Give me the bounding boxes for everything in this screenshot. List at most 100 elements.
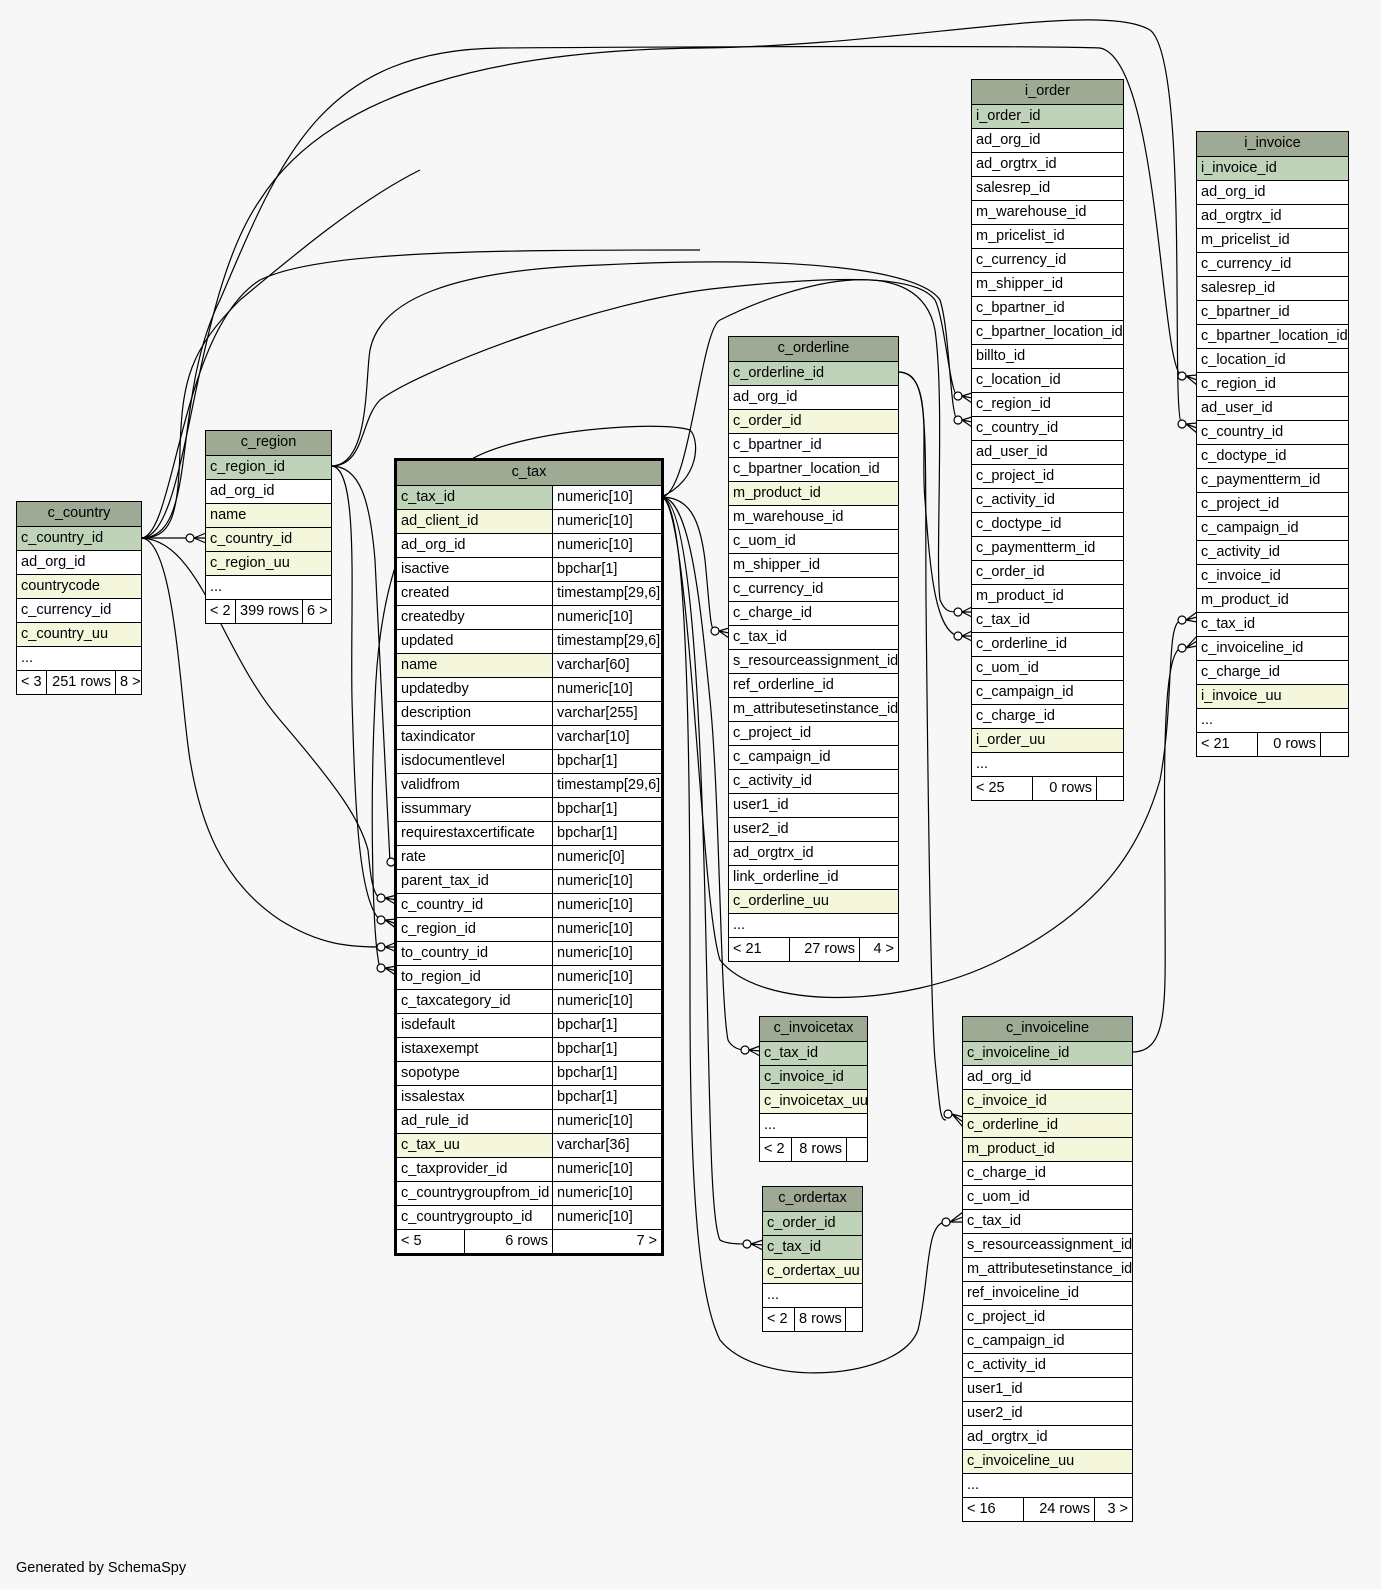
column-row[interactable]: ad_orgtrx_id [729, 841, 898, 865]
column-row[interactable]: user2_id [729, 817, 898, 841]
column-row[interactable]: c_project_id [1197, 492, 1348, 516]
column-row[interactable]: c_project_id [972, 464, 1123, 488]
column-row[interactable]: c_invoiceline_id [963, 1041, 1132, 1065]
parents-count[interactable]: < 2 [764, 1141, 785, 1157]
column-row[interactable]: ... [206, 575, 331, 599]
column-row[interactable]: c_orderline_uu [729, 889, 898, 913]
column-row[interactable]: c_bpartner_id [972, 296, 1123, 320]
column-row[interactable]: ad_org_id [972, 128, 1123, 152]
column-row[interactable]: ... [1197, 708, 1348, 732]
column-row[interactable]: c_bpartner_location_id [1197, 324, 1348, 348]
column-row[interactable]: c_ordertax_uu [763, 1259, 862, 1283]
column-row[interactable]: ... [17, 646, 141, 670]
column-row[interactable]: c_tax_id [729, 625, 898, 649]
column-row[interactable]: c_doctype_id [972, 512, 1123, 536]
column-row[interactable]: name [206, 503, 331, 527]
column-row[interactable]: c_country_uu [17, 622, 141, 646]
column-row[interactable]: c_uom_id [963, 1185, 1132, 1209]
parents-count[interactable]: < 25 [976, 780, 1005, 796]
column-row[interactable]: c_orderline_id [963, 1113, 1132, 1137]
column-row[interactable]: c_campaign_id [729, 745, 898, 769]
column-row[interactable]: m_shipper_id [972, 272, 1123, 296]
column-row[interactable]: ... [972, 752, 1123, 776]
column-row[interactable]: ad_user_id [1197, 396, 1348, 420]
column-row[interactable]: ... [763, 1283, 862, 1307]
table-title[interactable]: c_region [206, 431, 331, 455]
column-row[interactable]: c_country_id [972, 416, 1123, 440]
column-row[interactable]: c_campaign_id [1197, 516, 1348, 540]
column-row[interactable]: i_invoice_id [1197, 156, 1348, 180]
column-row[interactable]: i_order_id [972, 104, 1123, 128]
column-row[interactable]: ref_orderline_id [729, 673, 898, 697]
table-title[interactable]: c_invoiceline [963, 1017, 1132, 1041]
column-row[interactable]: c_activity_id [963, 1353, 1132, 1377]
column-row[interactable]: m_product_id [1197, 588, 1348, 612]
column-row[interactable]: salesrep_id [972, 176, 1123, 200]
column-row[interactable]: link_orderline_id [729, 865, 898, 889]
children-count[interactable] [1320, 733, 1348, 756]
children-count[interactable] [846, 1138, 867, 1161]
column-row[interactable]: m_warehouse_id [729, 505, 898, 529]
column-row[interactable]: c_tax_id [763, 1235, 862, 1259]
table-title[interactable]: c_tax [397, 461, 661, 485]
column-row[interactable]: salesrep_id [1197, 276, 1348, 300]
column-row[interactable]: c_activity_id [729, 769, 898, 793]
table-title[interactable]: i_order [972, 80, 1123, 104]
column-row[interactable]: c_charge_id [729, 601, 898, 625]
column-row[interactable]: ad_org_id [17, 550, 141, 574]
column-row[interactable]: ... [760, 1113, 867, 1137]
children-count[interactable]: 6 > [302, 600, 331, 623]
column-row[interactable]: c_region_id [206, 455, 331, 479]
column-row[interactable]: c_campaign_id [972, 680, 1123, 704]
parents-count[interactable]: < 2 [767, 1311, 788, 1327]
column-row[interactable]: i_order_uu [972, 728, 1123, 752]
parents-count[interactable]: < 2 [210, 603, 231, 619]
table-title[interactable]: i_invoice [1197, 132, 1348, 156]
table-title[interactable]: c_invoicetax [760, 1017, 867, 1041]
column-row[interactable]: c_region_id [1197, 372, 1348, 396]
column-row[interactable]: c_country_id [206, 527, 331, 551]
column-row[interactable]: ad_orgtrx_id [963, 1425, 1132, 1449]
column-row[interactable]: c_location_id [1197, 348, 1348, 372]
column-row[interactable]: ref_invoiceline_id [963, 1281, 1132, 1305]
column-row[interactable]: c_location_id [972, 368, 1123, 392]
column-row[interactable]: c_tax_id [963, 1209, 1132, 1233]
column-row[interactable]: c_orderline_id [729, 361, 898, 385]
column-row[interactable]: c_currency_id [17, 598, 141, 622]
column-row[interactable]: ad_user_id [972, 440, 1123, 464]
column-row[interactable]: c_order_id [763, 1211, 862, 1235]
column-row[interactable]: m_shipper_id [729, 553, 898, 577]
column-row[interactable]: c_activity_id [1197, 540, 1348, 564]
column-row[interactable]: ad_orgtrx_id [1197, 204, 1348, 228]
column-row[interactable]: c_paymentterm_id [972, 536, 1123, 560]
parents-count[interactable]: < 21 [1201, 736, 1230, 752]
table-title[interactable]: c_ordertax [763, 1187, 862, 1211]
column-row[interactable]: c_order_id [729, 409, 898, 433]
column-row[interactable]: c_invoice_id [1197, 564, 1348, 588]
column-row[interactable]: c_invoiceline_uu [963, 1449, 1132, 1473]
column-row[interactable]: c_charge_id [1197, 660, 1348, 684]
column-row[interactable]: m_product_id [963, 1137, 1132, 1161]
column-row[interactable]: c_invoicetax_uu [760, 1089, 867, 1113]
column-row[interactable]: c_currency_id [972, 248, 1123, 272]
column-row[interactable]: c_bpartner_id [729, 433, 898, 457]
